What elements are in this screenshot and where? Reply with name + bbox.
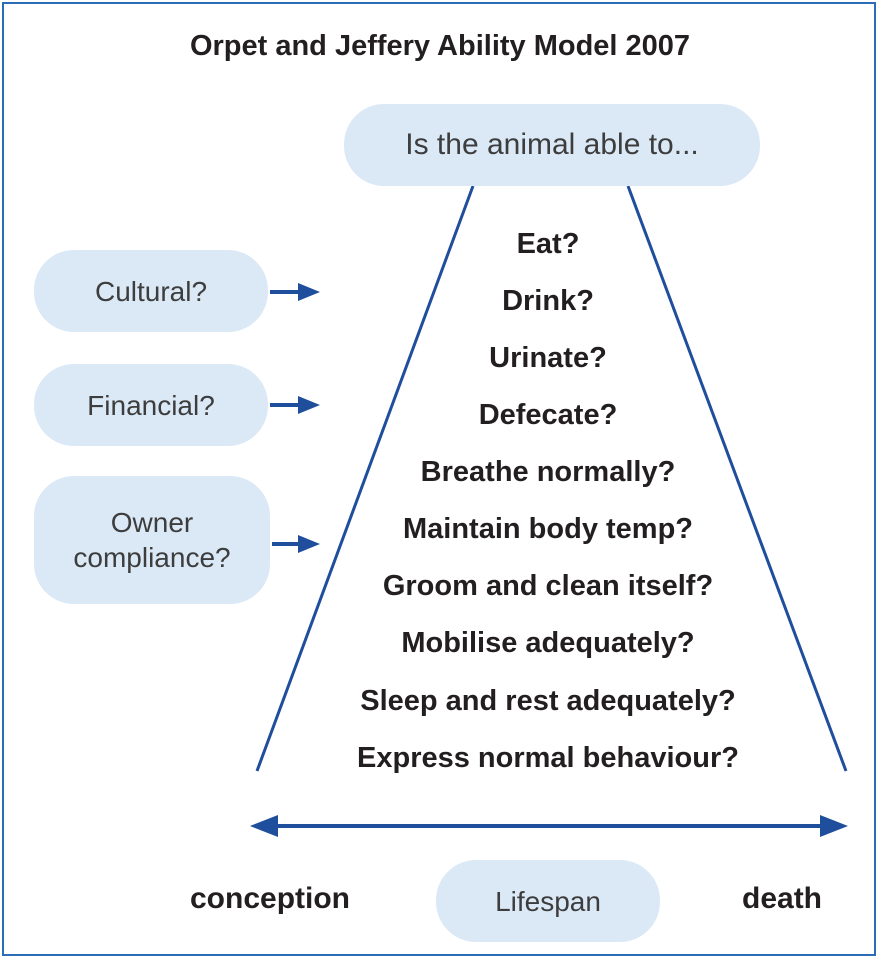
ability-item: Groom and clean itself? xyxy=(382,570,714,602)
factor-arrow-owner-compliance xyxy=(272,535,320,553)
ability-item: Maintain body temp? xyxy=(403,513,693,545)
ability-item: Mobilise adequately? xyxy=(401,627,695,659)
factor-financial: Financial? xyxy=(34,364,268,446)
question-pill: Is the animal able to... xyxy=(344,104,760,186)
factor-owner-compliance: Owner compliance? xyxy=(34,476,270,604)
lifespan-double-arrow xyxy=(250,815,848,837)
factor-arrow-cultural xyxy=(270,283,320,301)
lifespan-end-label: death xyxy=(742,882,823,915)
ability-item: Urinate? xyxy=(489,342,607,374)
pyramid-left-line xyxy=(255,185,475,772)
ability-item: Defecate? xyxy=(478,399,618,431)
factor-cultural: Cultural? xyxy=(34,250,268,332)
ability-item: Express normal behaviour? xyxy=(357,742,739,774)
lifespan-pill: Lifespan xyxy=(436,860,660,942)
pyramid-right-line xyxy=(626,185,848,772)
diagram-title: Orpet and Jeffery Ability Model 2007 xyxy=(189,30,691,62)
ability-item: Eat? xyxy=(516,228,580,260)
factor-arrow-financial xyxy=(270,396,320,414)
lifespan-start-label: conception xyxy=(190,882,351,915)
ability-item: Drink? xyxy=(502,285,594,317)
ability-item: Sleep and rest adequately? xyxy=(360,685,736,717)
ability-item: Breathe normally? xyxy=(420,456,676,488)
